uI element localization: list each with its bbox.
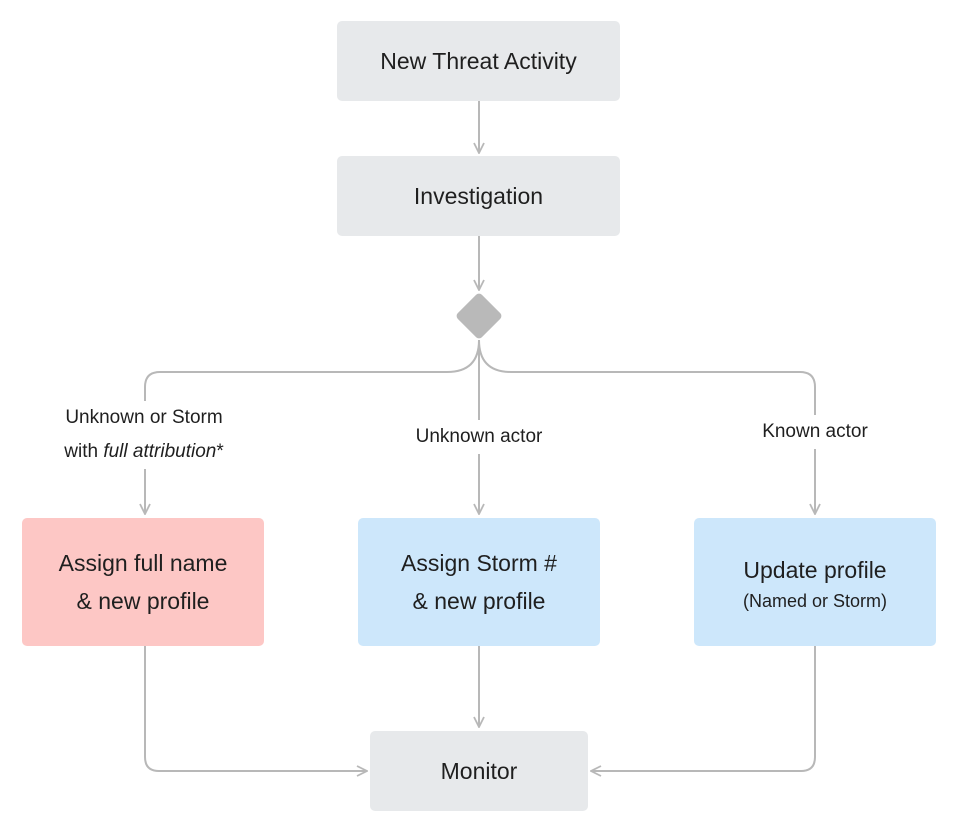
edge-label-line1: Unknown or Storm	[65, 407, 223, 428]
node-label-line1: Assign full name	[58, 550, 228, 576]
node-monitor: Monitor	[370, 731, 588, 811]
node-assign-storm: Assign Storm # & new profile	[358, 518, 600, 646]
node-investigation: Investigation	[337, 156, 620, 236]
emphasis-text: full attribution	[103, 441, 217, 462]
node-label: Monitor	[440, 758, 518, 784]
edge-decision-to-right	[478, 339, 815, 514]
edge-label-line2: with full attribution*	[64, 441, 224, 462]
node-label-line1: Update profile	[743, 557, 887, 583]
edge-left-to-monitor	[144, 646, 367, 771]
node-label-line2: & new profile	[412, 588, 546, 614]
node-label-line2: & new profile	[76, 588, 210, 614]
node-new-threat-activity: New Threat Activity	[337, 21, 620, 101]
node-label: Investigation	[413, 183, 544, 209]
edge-label-known-actor: Known actor	[738, 415, 892, 449]
node-update-profile: Update profile (Named or Storm)	[694, 518, 936, 646]
edge-right-to-monitor	[591, 646, 816, 771]
edge-label-unknown-actor: Unknown actor	[388, 420, 570, 454]
node-assign-full-name: Assign full name & new profile	[22, 518, 264, 646]
node-label-line2: (Named or Storm)	[742, 591, 888, 611]
node-label-line1: Assign Storm #	[401, 550, 557, 576]
edge-decision-to-left	[145, 339, 480, 514]
edge-label-unknown-or-storm: Unknown or Storm with full attribution*	[34, 401, 254, 469]
node-label: New Threat Activity	[380, 48, 577, 74]
